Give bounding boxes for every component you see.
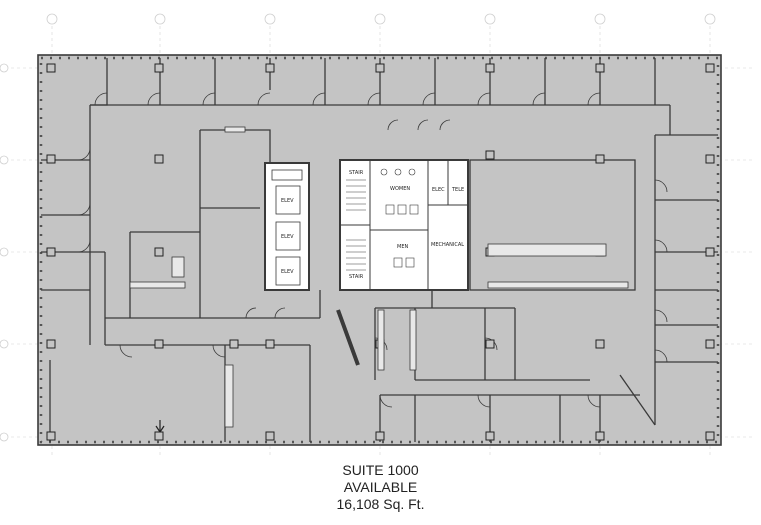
elev-label-3: ELEV bbox=[281, 269, 294, 275]
tele-label: TELE bbox=[451, 187, 464, 193]
suite-area: 16,108 Sq. Ft. bbox=[336, 496, 425, 512]
elev-label-1: ELEV bbox=[281, 198, 294, 204]
elevator-bank bbox=[264, 162, 310, 291]
grid-bubbles bbox=[0, 13, 716, 442]
service-core bbox=[339, 159, 469, 291]
women-label: WOMEN bbox=[390, 186, 410, 192]
interior-walls bbox=[41, 58, 718, 442]
elev-label-2: ELEV bbox=[281, 234, 294, 240]
floor-plan: ELEV ELEV ELEV STAIR STAIR WOMEN MEN ELE… bbox=[0, 13, 755, 455]
stair-label-bottom: STAIR bbox=[349, 274, 364, 280]
stair-label-top: STAIR bbox=[349, 170, 364, 176]
casework bbox=[129, 126, 629, 428]
suite-name: SUITE 1000 bbox=[342, 462, 419, 478]
north-arrow-icon bbox=[155, 420, 165, 433]
elec-label: ELEC bbox=[432, 187, 445, 193]
door-swings bbox=[77, 92, 668, 408]
availability-status: AVAILABLE bbox=[343, 479, 418, 495]
mechanical-label: MECHANICAL bbox=[431, 242, 464, 248]
men-label: MEN bbox=[397, 244, 408, 250]
